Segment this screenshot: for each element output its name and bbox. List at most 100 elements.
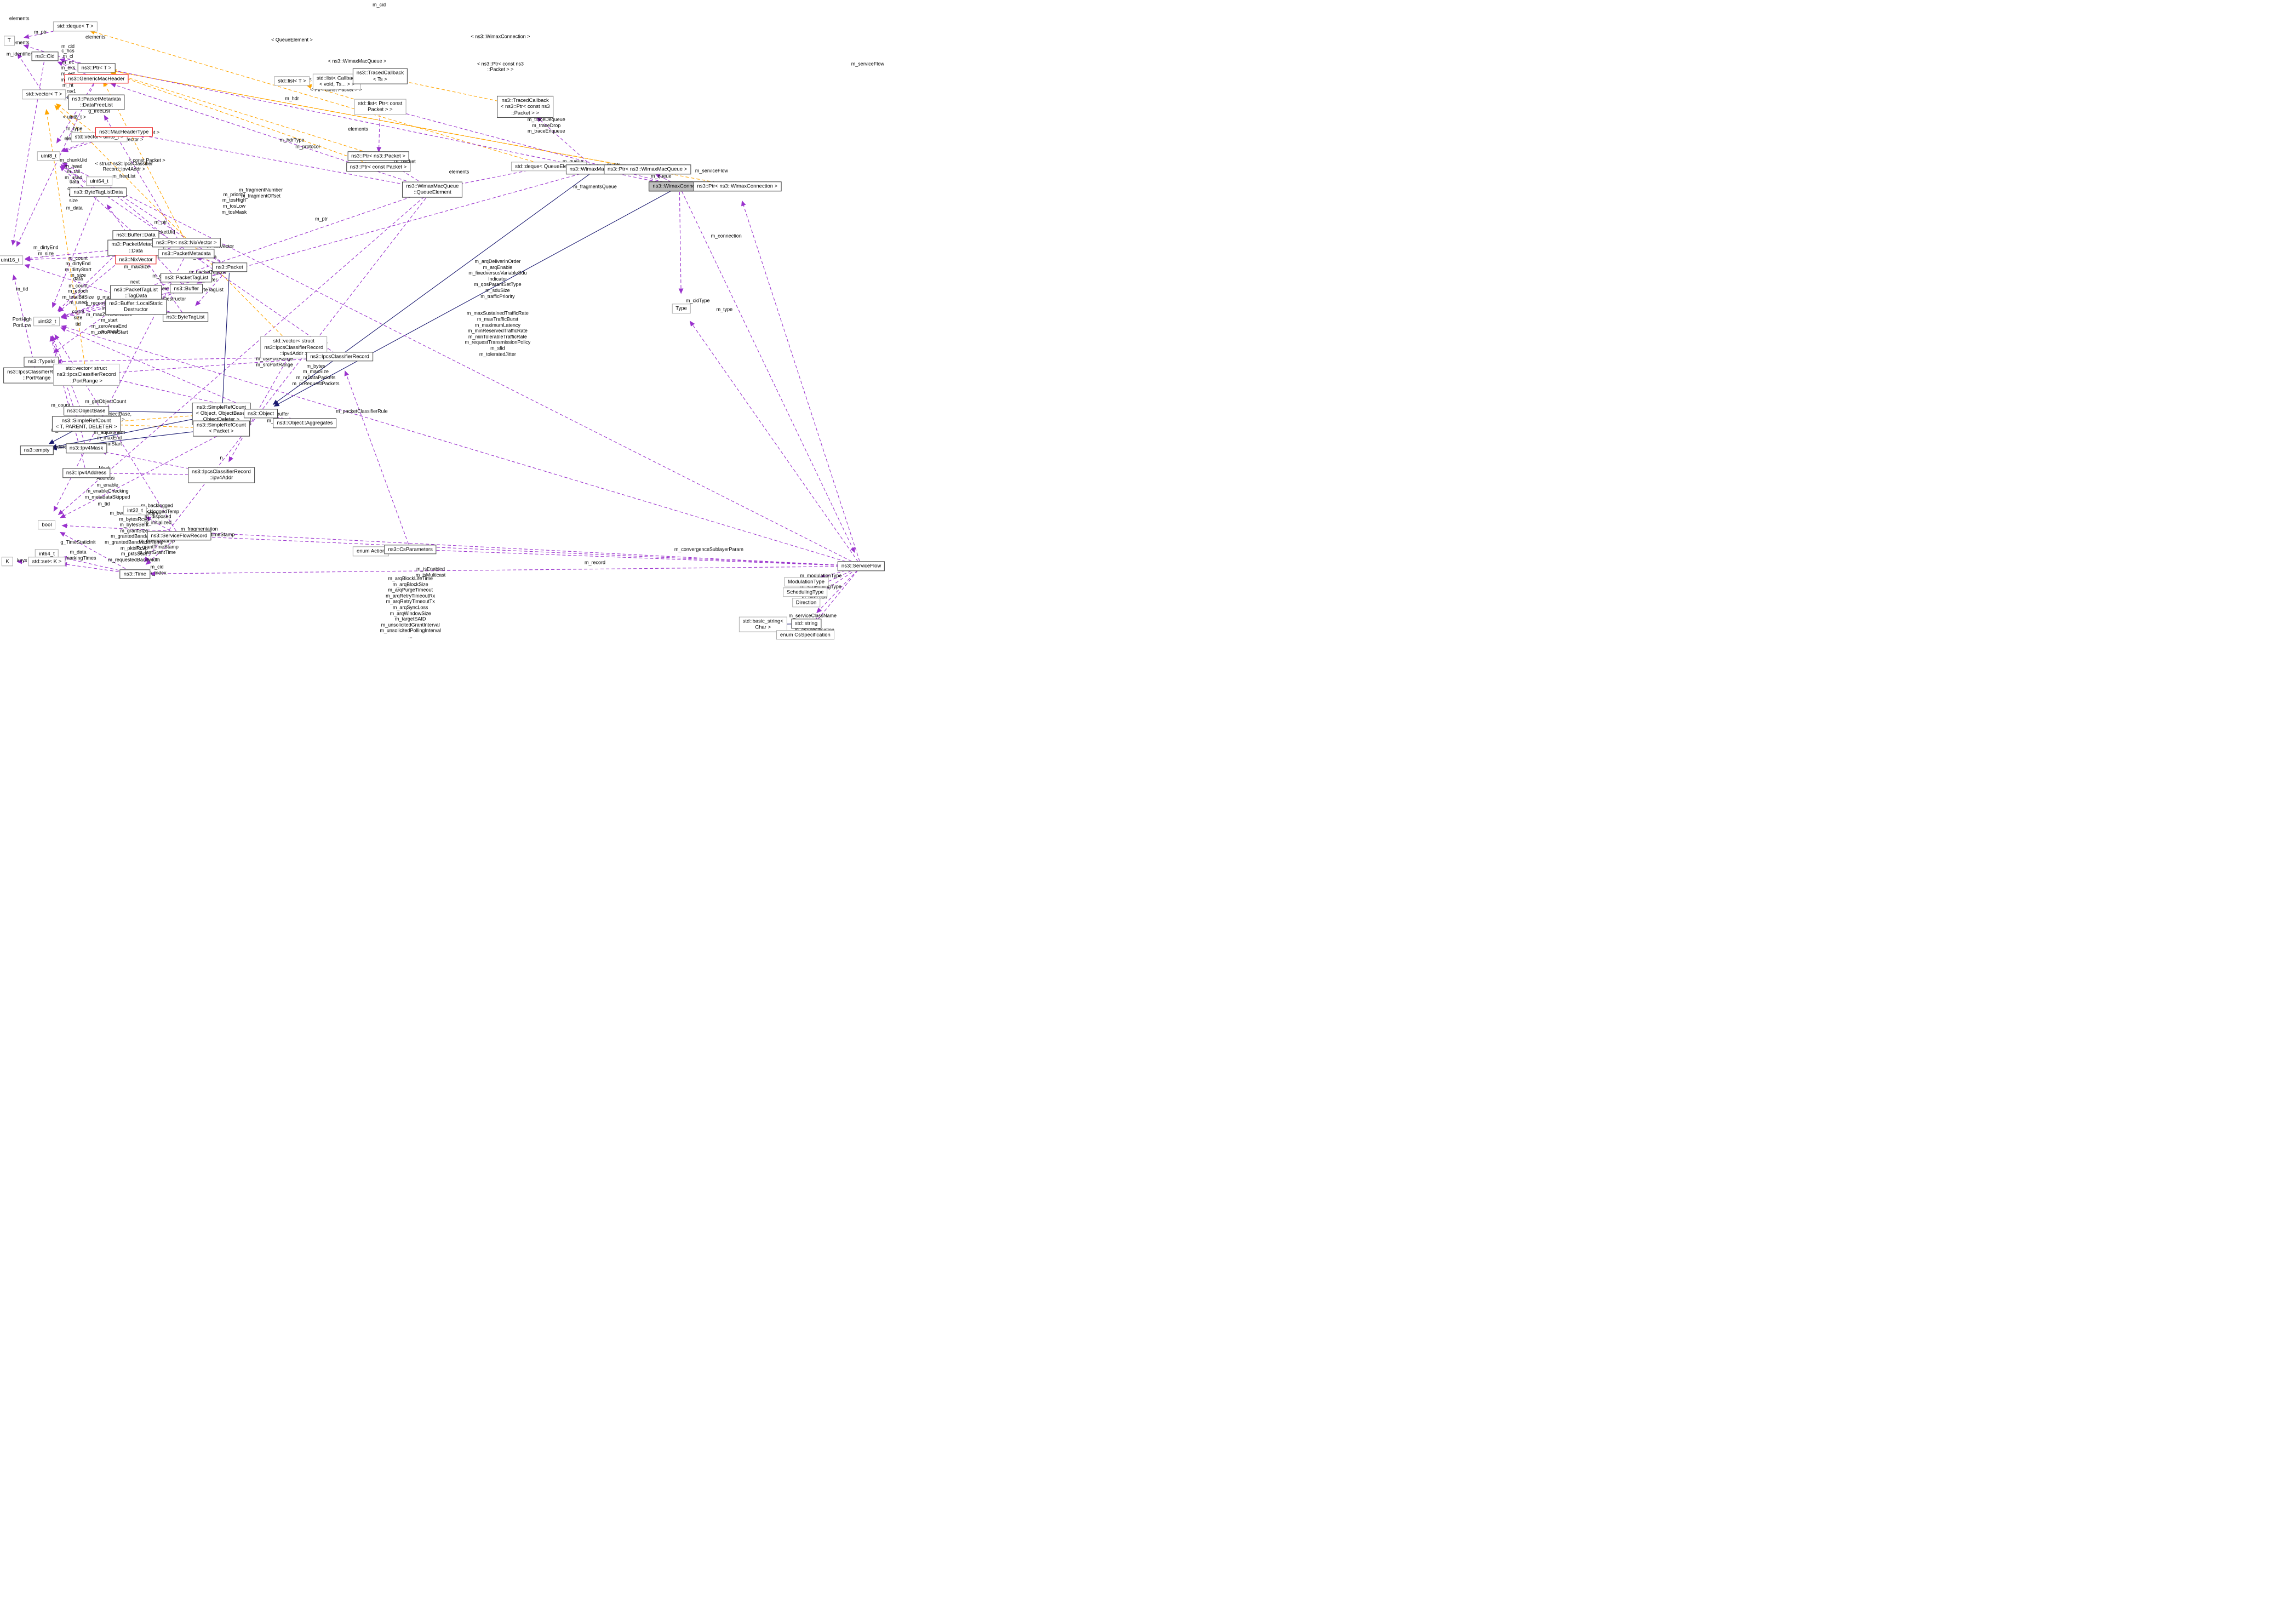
- class-node-ptr_t[interactable]: ns3::Ptr< T >: [77, 63, 116, 73]
- class-node-enum_action[interactable]: enum Action: [352, 546, 390, 556]
- edge-service_flow-ptr_wimax_connection: [741, 200, 860, 562]
- class-node-type[interactable]: Type: [672, 304, 691, 314]
- class-node-bool[interactable]: bool: [38, 520, 56, 530]
- class-node-uint8[interactable]: uint8_t: [37, 151, 61, 161]
- edge-packet-src_packet: [220, 272, 230, 414]
- class-node-set_k[interactable]: std::set< K >: [28, 557, 66, 567]
- class-node-service_flow_record[interactable]: ns3::ServiceFlowRecord: [147, 531, 211, 541]
- edge-wimax_connection-service_flow: [682, 191, 855, 553]
- edges-layer: [11, 27, 860, 627]
- edge-time-bool: [59, 531, 130, 572]
- class-node-deque_t[interactable]: std::deque< T >: [53, 21, 98, 32]
- edge-queue_element-time: [144, 193, 430, 563]
- class-node-ptr_packet[interactable]: ns3::Ptr< ns3::Packet >: [347, 151, 409, 161]
- class-node-packet_tag_list[interactable]: ns3::PacketTagList: [161, 272, 213, 283]
- class-node-ipv4_mask[interactable]: ns3::Ipv4Mask: [65, 443, 107, 454]
- class-node-ptr_wimax_mac_queue[interactable]: ns3::Ptr< ns3::WimaxMacQueue >: [603, 164, 691, 175]
- class-node-ptr_nix_vector[interactable]: ns3::Ptr< ns3::NixVector >: [152, 238, 221, 248]
- edge-packet-packet_metadata: [196, 256, 226, 266]
- class-node-ipcs_classifier_record[interactable]: ns3::IpcsClassifierRecord: [306, 352, 373, 362]
- edge-vector_ipv4addr-ipv4addr: [228, 352, 291, 462]
- class-node-direction[interactable]: Direction: [792, 597, 821, 608]
- edge-traced_callback_packet-traced_callback_ts: [394, 78, 520, 106]
- class-node-traced_callback_packet[interactable]: ns3::TracedCallback < ns3::Ptr< const ns…: [496, 95, 554, 118]
- class-node-list_ptr_const_packet[interactable]: std::list< Ptr< const Packet > >: [354, 99, 406, 115]
- class-node-ipv4_address[interactable]: ns3::Ipv4Address: [62, 468, 111, 478]
- class-node-scheduling_type[interactable]: SchedulingType: [783, 587, 828, 597]
- class-node-ipv4addr[interactable]: ns3::IpcsClassifierRecord ::ipv4Addr: [188, 467, 255, 483]
- class-node-cid[interactable]: ns3::Cid: [31, 52, 59, 61]
- class-node-object_base[interactable]: ns3::ObjectBase: [63, 406, 110, 416]
- class-node-t[interactable]: T: [3, 36, 15, 46]
- edge-list_ptr_const_packet-ptr_const_packet: [376, 112, 382, 153]
- class-node-mac_header_type[interactable]: ns3::MacHeaderType: [95, 127, 153, 137]
- edge-wimax_connection-list_ptr_const_packet: [394, 110, 674, 186]
- class-node-object[interactable]: ns3::Object: [243, 408, 278, 419]
- class-node-modulation_type[interactable]: ModulationType: [783, 577, 829, 587]
- class-node-vector_port_range[interactable]: std::vector< struct ns3::IpcsClassifierR…: [53, 363, 120, 386]
- edge-service_flow_record-time: [145, 539, 175, 565]
- class-node-data_free_list[interactable]: ns3::PacketMetadata ::DataFreeList: [68, 94, 125, 110]
- edge-service_flow-service_flow_record: [193, 534, 856, 567]
- class-node-int32[interactable]: int32_t: [123, 506, 147, 516]
- edge-service_flow-cs_parameters: [425, 547, 856, 567]
- edge-packet_metadata-data_free_list: [104, 115, 184, 249]
- class-node-uint64[interactable]: uint64_t: [86, 176, 112, 186]
- edge-pm_data-uint32: [58, 251, 132, 312]
- class-node-ptr_const_packet[interactable]: ns3::Ptr< const Packet >: [346, 162, 411, 172]
- edge-object-uint32: [60, 327, 256, 412]
- class-node-basic_string[interactable]: std::basic_string< Char >: [738, 616, 787, 633]
- class-node-service_flow[interactable]: ns3::ServiceFlow: [837, 561, 885, 571]
- class-node-empty[interactable]: ns3::empty: [20, 445, 54, 455]
- class-node-vector_t[interactable]: std::vector< T >: [22, 89, 66, 100]
- class-node-src_tpd[interactable]: ns3::SimpleRefCount < T, PARENT, DELETER…: [51, 416, 121, 432]
- class-node-queue_element[interactable]: ns3::WimaxMacQueue ::QueueElement: [402, 181, 463, 198]
- class-node-aggregates[interactable]: ns3::Object::Aggregates: [273, 418, 337, 428]
- class-node-packet_metadata[interactable]: ns3::PacketMetadata: [158, 249, 215, 259]
- edge-queue_element-uint32: [60, 191, 428, 318]
- class-node-string[interactable]: std::string: [791, 619, 822, 629]
- class-node-enum_cs_specification[interactable]: enum CsSpecification: [776, 630, 834, 640]
- class-node-buffer[interactable]: ns3::Buffer: [170, 284, 203, 294]
- class-node-packet[interactable]: ns3::Packet: [212, 262, 247, 272]
- edge-time-set_k: [61, 562, 130, 574]
- class-node-byte_tag_list[interactable]: ns3::ByteTagList: [162, 312, 209, 322]
- edge-vector_t-t: [17, 53, 42, 90]
- edge-service_flow-bool: [61, 523, 856, 567]
- edge-wimax_mac_queue-traced_callback_packet: [536, 116, 592, 167]
- edge-vector_uint8-vector_t: [55, 103, 95, 134]
- edge-ptr_nix_vector-ptr_t: [103, 81, 185, 238]
- class-node-uint16[interactable]: uint16_t: [0, 255, 24, 265]
- class-node-buffer_data[interactable]: ns3::Buffer::Data: [112, 230, 159, 240]
- edge-src_object-empty: [51, 414, 216, 449]
- class-node-generic_mac_header[interactable]: ns3::GenericMacHeader: [64, 74, 129, 84]
- class-node-time[interactable]: ns3::Time: [119, 569, 151, 579]
- edge-service_flow-direction: [818, 569, 857, 594]
- edge-ptr_const_packet-ptr_t: [110, 72, 374, 165]
- class-node-uint32[interactable]: uint32_t: [33, 317, 60, 327]
- class-node-nix_vector[interactable]: ns3::NixVector: [115, 254, 157, 265]
- class-node-byte_tag_list_data[interactable]: ns3::ByteTagListData: [70, 187, 127, 197]
- class-node-type_id[interactable]: ns3::TypeId: [24, 357, 59, 367]
- edge-port_range-uint16: [12, 274, 36, 370]
- class-node-k[interactable]: K: [2, 557, 13, 567]
- edge-object-bool: [60, 415, 256, 518]
- edge-generic_mac_header-uint16: [16, 83, 95, 247]
- edge-service_flow-uint8: [61, 162, 857, 564]
- edge-wimax_mac_queue-object: [272, 172, 592, 405]
- edge-service_flow-uint32: [61, 325, 856, 565]
- class-node-local_static_destructor[interactable]: ns3::Buffer::LocalStatic Destructor: [105, 299, 167, 315]
- edge-service_flow_record-int32: [145, 516, 175, 534]
- class-node-list_t[interactable]: std::list< T >: [274, 76, 310, 86]
- edge-wimax_connection-ptr_wimax_mac_queue: [655, 173, 677, 185]
- class-node-cs_parameters[interactable]: ns3::CsParameters: [384, 544, 437, 554]
- class-node-traced_callback_ts[interactable]: ns3::TracedCallback < Ts >: [352, 68, 408, 84]
- edge-time-int64: [61, 556, 130, 573]
- class-node-ptr_wimax_connection[interactable]: ns3::Ptr< ns3::WimaxConnection >: [693, 181, 782, 191]
- class-node-src_packet[interactable]: ns3::SimpleRefCount < Packet >: [193, 420, 250, 437]
- edge-vector_ipv4addr-vector_t: [54, 105, 290, 344]
- edge-service_flow-string: [816, 570, 858, 614]
- edge-ptr_packet-ptr_t: [110, 71, 374, 155]
- edge-queue_element-bool: [58, 193, 429, 516]
